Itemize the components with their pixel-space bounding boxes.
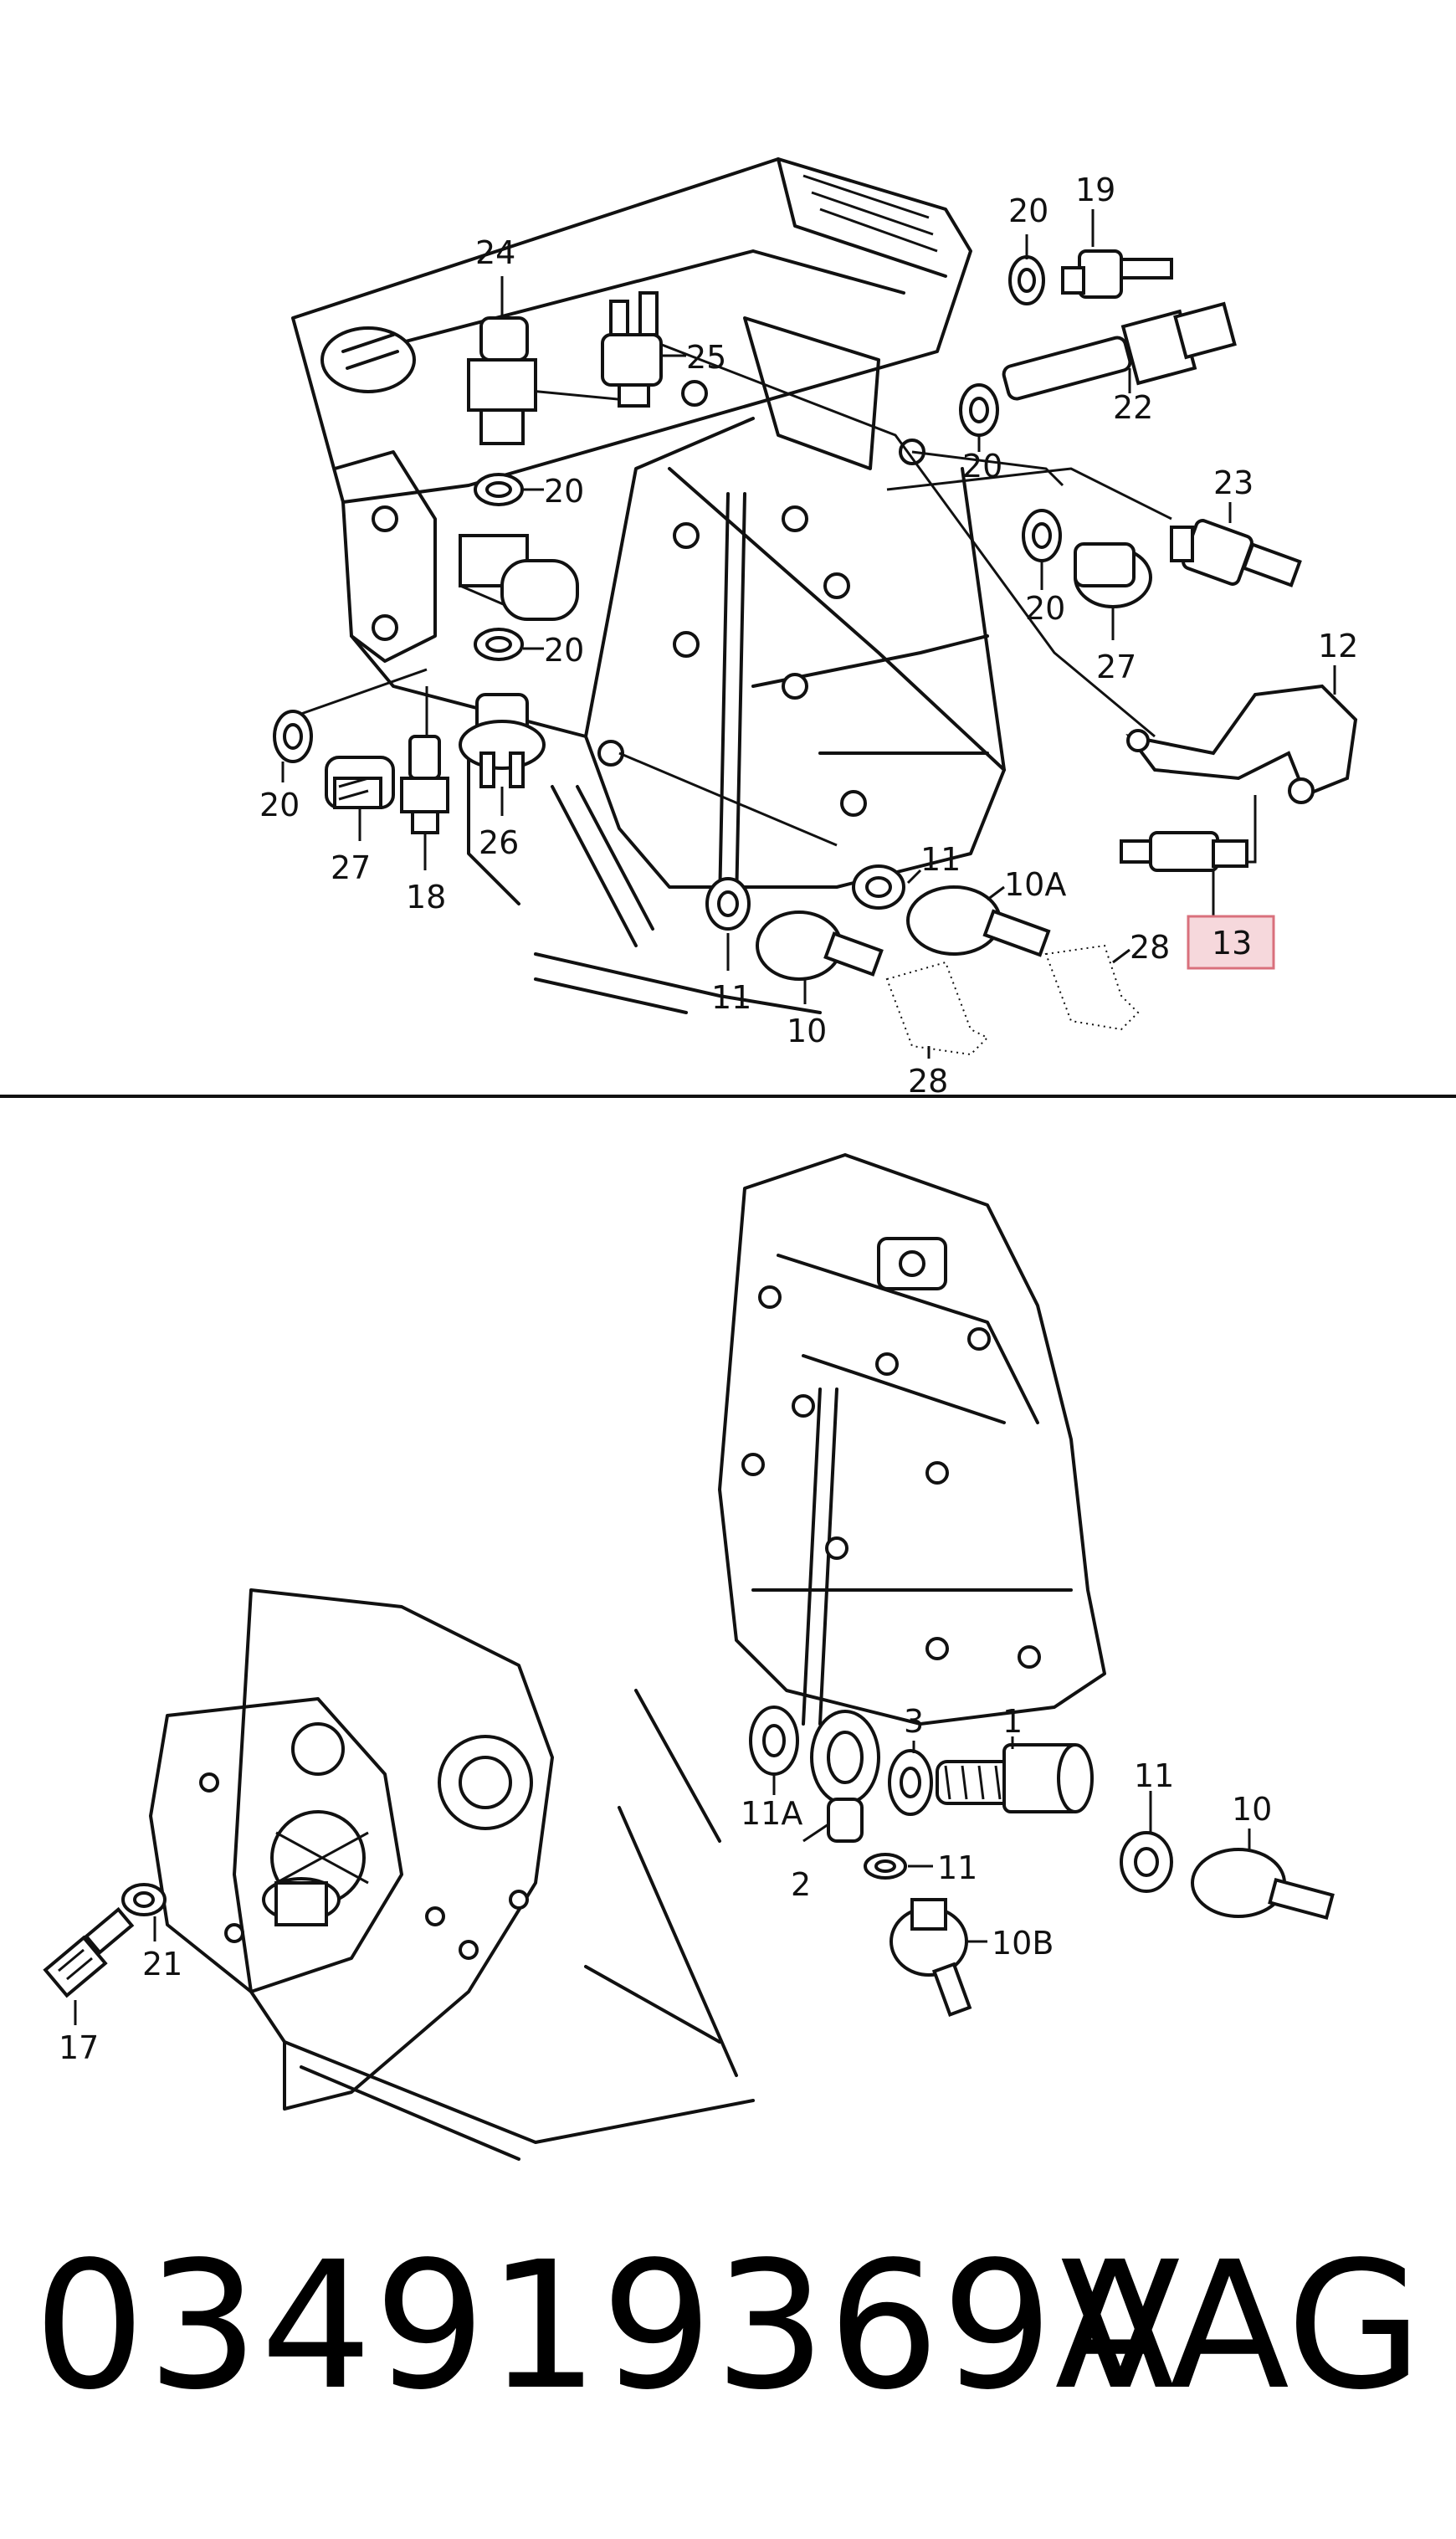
highlight-box-13	[1187, 915, 1275, 970]
bottom-engine-block	[149, 1153, 1106, 2161]
label-25: 25	[686, 339, 726, 376]
label-10-right: 10	[1232, 1791, 1272, 1828]
sensor-19	[1061, 249, 1173, 299]
label-26: 26	[479, 824, 519, 861]
label-20b: 20	[544, 632, 584, 669]
switch-10-right	[1191, 1848, 1335, 1921]
label-19: 19	[1075, 172, 1115, 208]
leader-lines	[74, 209, 1336, 2025]
pressure-switch-24	[467, 293, 537, 445]
label-2: 2	[791, 1866, 811, 1903]
sensor-17	[43, 1906, 135, 1998]
label-17: 17	[59, 2029, 99, 2066]
label-10B: 10B	[992, 1925, 1054, 1962]
top-parts	[273, 249, 1358, 1056]
label-12: 12	[1318, 628, 1358, 664]
brand-name: VAG	[1060, 2224, 1423, 2429]
label-11a: 11	[711, 979, 751, 1016]
label-13: 13	[1212, 925, 1252, 962]
label-20f: 20	[259, 787, 300, 823]
sender-22	[1002, 301, 1237, 401]
sender-23	[1170, 519, 1302, 587]
label-20d: 20	[962, 448, 1002, 485]
switch-10	[756, 910, 884, 981]
oil-pressure-switch-13	[1120, 831, 1248, 872]
label-3: 3	[904, 1703, 924, 1740]
label-11d: 11	[1134, 1757, 1174, 1794]
label-11b: 11	[920, 841, 961, 878]
label-20c: 20	[1008, 192, 1048, 229]
banjo-bolt-1	[936, 1743, 1094, 1813]
footer: 034919369A VAG	[0, 2218, 1456, 2435]
label-28b: 28	[908, 1063, 948, 1100]
label-21: 21	[142, 1946, 182, 1982]
bolt-27-left	[325, 756, 395, 809]
sensor-25	[601, 291, 663, 408]
part-labels: 24 25 20 20 20 19 20 22 20 23 20 27 12 2…	[59, 172, 1358, 2066]
label-11A: 11A	[741, 1795, 802, 1832]
label-27-left: 27	[331, 849, 371, 886]
label-10: 10	[787, 1013, 827, 1049]
banjo-2	[810, 1710, 880, 1843]
bolt-27-right	[1074, 542, 1152, 608]
label-22: 22	[1113, 389, 1153, 426]
label-20e: 20	[1025, 590, 1065, 627]
part-number: 034919369A	[33, 2224, 1177, 2429]
label-10A: 10A	[1004, 866, 1066, 903]
bracket-12	[1125, 684, 1358, 798]
label-27-right: 27	[1096, 649, 1136, 685]
label-1: 1	[1002, 1703, 1023, 1740]
switch-26	[459, 693, 546, 788]
label-28a: 28	[1130, 929, 1170, 966]
connector-sender	[459, 534, 579, 621]
label-11c: 11	[937, 1849, 977, 1886]
label-23: 23	[1213, 464, 1253, 501]
boot-28b	[1044, 944, 1140, 1031]
label-20a: 20	[544, 473, 584, 510]
bottom-parts	[43, 1705, 1335, 2017]
switch-10B	[889, 1898, 972, 2017]
label-18: 18	[406, 879, 446, 916]
label-24: 24	[475, 234, 515, 271]
temp-sender-18	[400, 735, 449, 834]
boot-28a	[885, 961, 989, 1056]
switch-10A	[906, 885, 1051, 957]
